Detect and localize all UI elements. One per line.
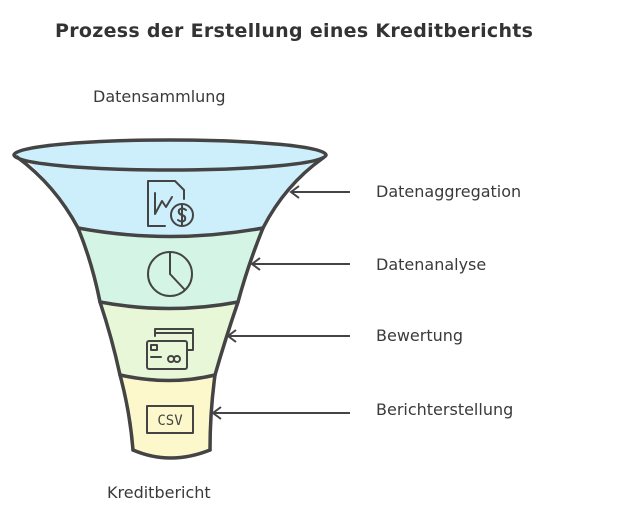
funnel-output-label: Kreditbericht xyxy=(107,483,211,502)
stage-band-datenaggregation xyxy=(14,152,326,237)
stage-label-berichterstellung: Berichterstellung xyxy=(376,400,514,419)
arrow-bewertung xyxy=(226,329,350,343)
csv-icon-text: CSV xyxy=(157,413,183,429)
funnel-top-opening xyxy=(14,140,326,170)
arrow-datenaggregation xyxy=(289,185,350,199)
csv-file-icon: CSV xyxy=(146,405,194,434)
funnel-input-label: Datensammlung xyxy=(93,87,226,106)
financial-report-icon xyxy=(147,180,194,227)
stage-label-datenaggregation: Datenaggregation xyxy=(376,182,522,201)
stage-band-berichterstellung xyxy=(120,375,215,458)
diagram-title: Prozess der Erstellung eines Kreditberic… xyxy=(55,20,534,42)
pie-chart-icon xyxy=(147,251,193,297)
stage-label-bewertung: Bewertung xyxy=(376,326,464,345)
credit-cards-icon xyxy=(146,328,194,370)
arrow-datenanalyse xyxy=(250,257,350,271)
arrow-berichterstellung xyxy=(211,406,350,420)
stage-label-datenanalyse: Datenanalyse xyxy=(376,255,487,274)
